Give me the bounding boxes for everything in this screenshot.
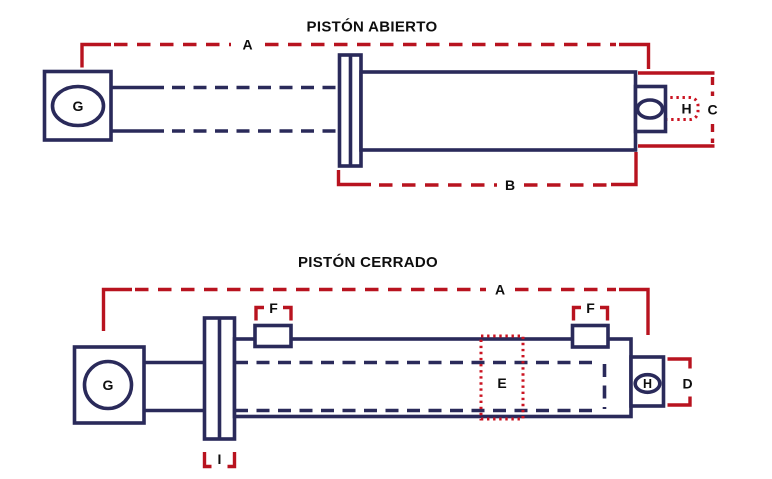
closed-piston-diagram: PISTÓN CERRADO A G [72, 253, 693, 469]
dim-a-label: A [242, 36, 252, 52]
dim-a-left-bracket [101, 287, 132, 331]
dim-a-label: A [495, 281, 505, 297]
open-rod [111, 85, 339, 133]
rod-eye-label: H [681, 101, 691, 117]
dim-f-label: F [269, 300, 278, 316]
closed-clevis-mount: G [72, 345, 146, 425]
open-piston-diagram: PISTÓN ABIERTO A G [42, 18, 718, 193]
open-dim-c: C [638, 71, 718, 148]
dim-d-top-bracket [667, 357, 692, 369]
dim-f-right-tick [600, 305, 610, 321]
dim-i-right-tick [227, 452, 237, 469]
dim-e-dotted-box [479, 334, 525, 421]
rod-eye-hole [633, 372, 662, 395]
closed-dim-a: A [101, 281, 650, 335]
dim-d-bottom-bracket [667, 396, 692, 407]
open-gland-flange [337, 53, 363, 168]
dim-a-right-bracket [619, 287, 650, 335]
open-dim-b: B [336, 152, 638, 193]
closed-rod-eye: H [629, 355, 666, 408]
dim-i-label: I [218, 451, 222, 467]
dim-f-left-tick [571, 305, 581, 321]
dim-a-right-bracket [619, 42, 651, 69]
closed-rod-stub [144, 360, 205, 413]
closed-port-right: F [570, 300, 610, 349]
port-body [253, 323, 293, 349]
open-rod-eye: H [633, 84, 700, 134]
closed-gland-flange [202, 316, 237, 441]
rod-eye-label: H [643, 377, 652, 391]
open-cylinder-barrel [359, 70, 638, 152]
dim-f-label: F [586, 300, 595, 316]
closed-hidden-rod [235, 360, 607, 413]
closed-dim-d: D [667, 357, 693, 407]
dim-f-right-tick [283, 305, 293, 321]
closed-title: PISTÓN CERRADO [298, 253, 438, 271]
open-clevis-mount: G [42, 69, 113, 142]
dim-a-left-bracket [80, 42, 111, 68]
open-title: PISTÓN ABIERTO [307, 18, 438, 36]
open-dim-a: A [80, 36, 651, 69]
closed-dim-e: E [479, 334, 525, 421]
dim-c-label: C [707, 102, 717, 118]
rod-eye-hole [635, 98, 665, 120]
dim-i-left-tick [202, 452, 212, 469]
dim-b-left-bracket [336, 170, 371, 187]
port-body [570, 323, 610, 349]
dim-f-left-tick [254, 305, 264, 321]
closed-dim-i: I [202, 451, 237, 469]
mount-label: G [103, 377, 114, 393]
closed-port-left: F [253, 300, 293, 349]
closed-cylinder-barrel [232, 337, 633, 419]
dim-b-right-bracket [611, 152, 638, 187]
clevis-pin-hole [82, 359, 134, 411]
clevis-pin-hole [50, 84, 106, 128]
dim-e-label: E [497, 375, 506, 391]
dim-b-label: B [505, 177, 515, 193]
mount-label: G [73, 98, 84, 114]
dim-d-label: D [682, 375, 692, 391]
